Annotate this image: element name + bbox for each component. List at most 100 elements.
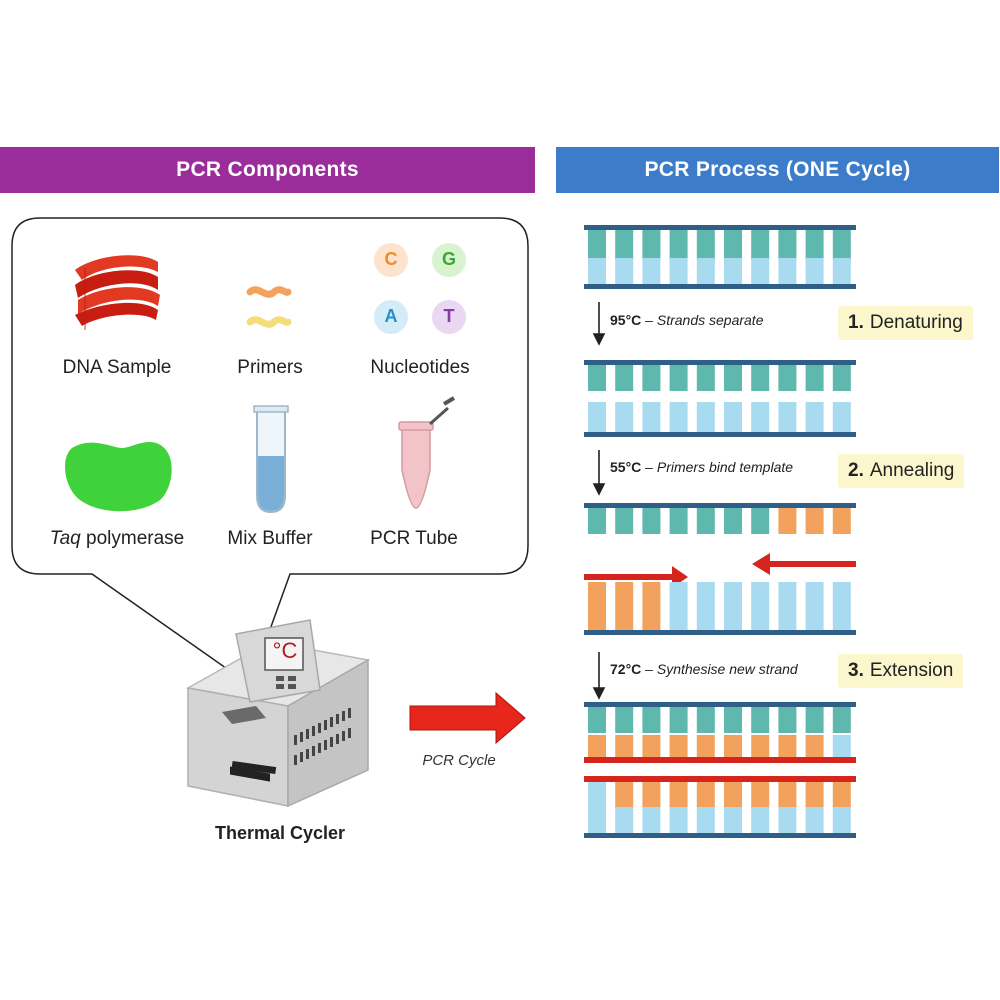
base-teal: [588, 230, 606, 260]
base-light-blue: [778, 258, 797, 284]
thermal-cycler-icon: [185, 619, 371, 808]
pcr-cycle-arrow: [409, 691, 526, 745]
extension-temp: 72°C – Synthesise new strand: [610, 661, 798, 677]
base-mixed: [615, 508, 634, 534]
base-teal: [669, 230, 688, 260]
base-mixed: [669, 582, 688, 630]
base-light-blue: [669, 258, 688, 284]
base-mixed: [724, 582, 742, 630]
base-orange: [642, 735, 661, 761]
thermal-cycler-label: Thermal Cycler: [214, 823, 346, 843]
strand-backbone: [584, 833, 856, 838]
base-teal: [805, 230, 824, 260]
base-orange: [642, 782, 661, 808]
dna-helix-icon: [75, 255, 160, 330]
strand-backbone: [584, 432, 856, 437]
base-light-blue: [642, 258, 661, 284]
base-mixed: [588, 582, 606, 630]
base-teal: [615, 230, 634, 260]
base-teal: [805, 707, 824, 733]
strand-backbone: [584, 630, 856, 635]
base-mixed: [724, 508, 742, 534]
nucleotide-t: T: [443, 306, 455, 326]
base-orange: [669, 782, 688, 808]
strand-backbone: [584, 284, 856, 289]
base-light-blue: [588, 258, 606, 284]
new-strand: [584, 757, 856, 763]
primers-label: Primers: [237, 357, 303, 378]
base-light-blue: [588, 807, 606, 833]
base-mixed: [832, 508, 851, 534]
base-light-blue: [669, 402, 688, 432]
strand-backbone: [584, 702, 856, 707]
base-light-blue: [805, 402, 824, 432]
strand-backbone: [584, 503, 856, 508]
base-teal: [724, 365, 742, 391]
base-teal: [642, 230, 661, 260]
base-mixed: [832, 582, 851, 630]
base-orange: [696, 782, 715, 808]
primer-strand: [760, 561, 856, 567]
base-teal: [832, 230, 851, 260]
base-orange: [832, 782, 851, 808]
base-orange: [778, 735, 797, 761]
base-light-blue: [615, 402, 634, 432]
base-orange: [724, 782, 742, 808]
base-teal: [642, 365, 661, 391]
base-light-blue: [751, 807, 770, 833]
nucleotide-g: G: [441, 249, 456, 269]
base-mixed: [751, 582, 770, 630]
base-orange: [615, 782, 634, 808]
dna-sample-label: DNA Sample: [62, 357, 172, 378]
process-header: PCR Process (ONE Cycle): [556, 147, 999, 193]
base-teal: [805, 365, 824, 391]
nucleotides-label: Nucleotides: [370, 357, 470, 378]
machine-display-text: °C: [272, 638, 298, 663]
base-mixed: [642, 508, 661, 534]
mix-buffer-label: Mix Buffer: [227, 528, 313, 549]
temperature-display: [264, 637, 304, 671]
nucleotides-icon: [374, 243, 466, 334]
base-mixed: [642, 582, 661, 630]
base-orange: [832, 735, 851, 761]
taq-polymerase-label: Taq polymerase: [49, 528, 185, 549]
base-light-blue: [696, 258, 715, 284]
new-strand: [584, 776, 856, 782]
base-teal: [724, 707, 742, 733]
base-light-blue: [724, 807, 742, 833]
base-teal: [751, 230, 770, 260]
base-teal: [615, 365, 634, 391]
pcr-tube-icon: [398, 396, 456, 509]
base-light-blue: [832, 807, 851, 833]
base-teal: [669, 707, 688, 733]
step-annealing: 2.Annealing: [838, 454, 965, 488]
base-mixed: [669, 508, 688, 534]
base-mixed: [696, 582, 715, 630]
base-light-blue: [642, 807, 661, 833]
base-teal: [832, 365, 851, 391]
annealing-temp: 55°C – Primers bind template: [610, 459, 794, 475]
base-light-blue: [751, 402, 770, 432]
base-orange: [805, 735, 824, 761]
base-light-blue: [615, 258, 634, 284]
base-teal: [588, 707, 606, 733]
denaturing-temp: 95°C – Strands separate: [610, 312, 764, 328]
base-teal: [778, 230, 797, 260]
base-teal: [751, 365, 770, 391]
base-light-blue: [832, 258, 851, 284]
base-light-blue: [778, 402, 797, 432]
base-teal: [642, 707, 661, 733]
test-tube-icon: [253, 405, 289, 514]
base-orange: [696, 735, 715, 761]
primer-strand: [584, 574, 674, 580]
base-orange: [778, 782, 797, 808]
pcr-tube-label: PCR Tube: [370, 528, 458, 549]
base-light-blue: [669, 807, 688, 833]
base-light-blue: [751, 258, 770, 284]
base-light-blue: [642, 402, 661, 432]
base-orange: [751, 735, 770, 761]
base-teal: [778, 365, 797, 391]
base-orange: [669, 735, 688, 761]
base-mixed: [696, 508, 715, 534]
